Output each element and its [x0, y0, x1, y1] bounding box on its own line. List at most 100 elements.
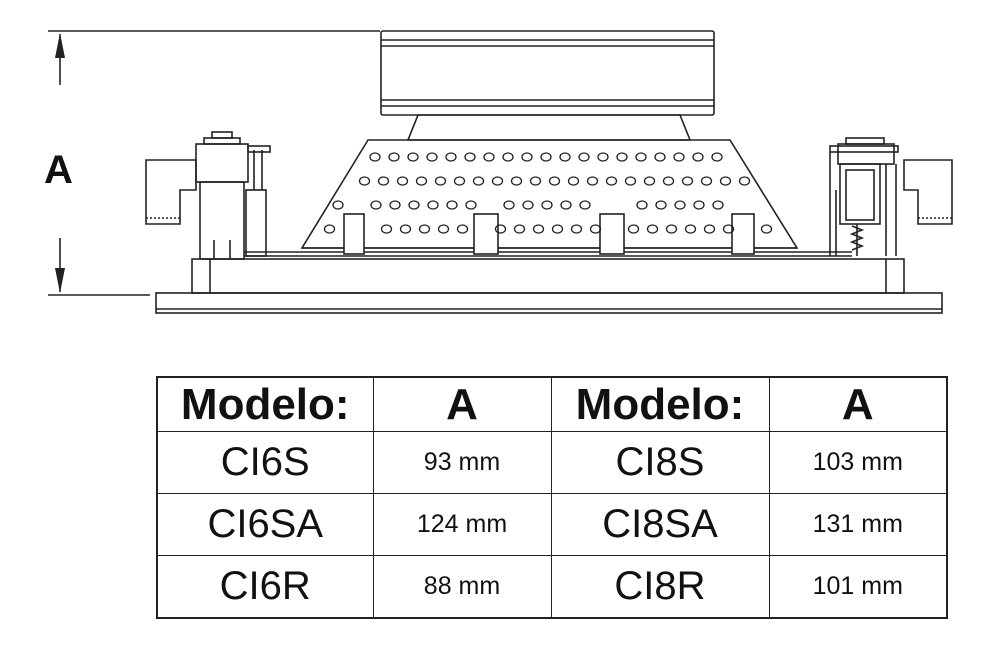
perforation-hole: [665, 224, 678, 234]
header-model-left: Modelo:: [156, 376, 374, 432]
perforation-hole: [655, 200, 667, 210]
model-cell: CI6S: [156, 431, 374, 494]
perforation-hole: [491, 176, 504, 186]
model-dimension-table: Modelo: A Modelo: A CI6S 93 mm CI8S 103 …: [156, 376, 948, 619]
perforation-hole: [654, 152, 666, 162]
perforation-hole: [445, 152, 457, 162]
perforation-hole: [559, 152, 571, 162]
perforation-hole: [532, 224, 545, 234]
model-cell: CI6R: [156, 555, 374, 619]
perforation-hole: [540, 152, 552, 162]
perforation-hole: [494, 224, 507, 234]
table-row: CI6SA 124 mm CI8SA 131 mm: [156, 493, 948, 556]
perforation-hole: [465, 200, 477, 210]
perforation-hole: [388, 152, 400, 162]
perforation-hole: [456, 224, 469, 234]
perforation-hole: [370, 200, 382, 210]
perforation-hole: [674, 200, 686, 210]
perforation-hole: [529, 176, 542, 186]
perforation-hole: [446, 200, 458, 210]
perforation-hole: [427, 200, 439, 210]
perforation-hole: [693, 200, 705, 210]
value-cell: 103 mm: [768, 431, 948, 494]
perforation-hole: [636, 200, 648, 210]
perforation-hole: [703, 224, 716, 234]
model-cell: CI8SA: [550, 493, 770, 556]
header-a-right: A: [768, 376, 948, 432]
value-cell: 124 mm: [372, 493, 552, 556]
perforation-hole: [522, 200, 534, 210]
perforation-hole: [541, 200, 553, 210]
perforation-hole: [396, 176, 409, 186]
model-cell: CI6SA: [156, 493, 374, 556]
speaker-basket: [300, 139, 799, 249]
perforation-hole: [711, 152, 723, 162]
perforation-hole: [513, 224, 526, 234]
perforation-hole: [358, 176, 371, 186]
perforation-hole: [521, 152, 533, 162]
perforation-hole: [597, 152, 609, 162]
perforation-hole: [551, 224, 564, 234]
perforation-hole: [760, 224, 773, 234]
perforation-hole: [380, 224, 393, 234]
perforation-hole: [570, 224, 583, 234]
perforation-hole: [408, 200, 420, 210]
perforation-hole: [567, 176, 580, 186]
perforation-hole: [407, 152, 419, 162]
perforation-hole: [369, 152, 381, 162]
perforation-hole: [673, 152, 685, 162]
basket-posts: [343, 213, 755, 255]
right-mounting-clamp: [829, 137, 953, 256]
table-row: CI6S 93 mm CI8S 103 mm: [156, 431, 948, 494]
model-cell: CI8R: [550, 555, 770, 619]
speaker-side-view-drawing: [48, 30, 953, 314]
perforation-hole: [503, 200, 515, 210]
perforation-hole: [464, 152, 476, 162]
perforation-hole: [722, 224, 735, 234]
perforation-hole: [510, 176, 523, 186]
header-model-right: Modelo:: [550, 376, 770, 432]
perforation-hole: [692, 152, 704, 162]
perforation-hole: [738, 176, 751, 186]
perforation-hole: [418, 224, 431, 234]
perforation-hole: [437, 224, 450, 234]
perforation-hole: [389, 200, 401, 210]
perforation-hole: [426, 152, 438, 162]
perforation-hole: [579, 200, 591, 210]
perforation-hole: [578, 152, 590, 162]
perforation-hole: [643, 176, 656, 186]
perforation-hole: [323, 224, 336, 234]
perforation-hole: [483, 152, 495, 162]
perforation-hole: [415, 176, 428, 186]
perforation-hole: [616, 152, 628, 162]
perforation-hole: [627, 224, 640, 234]
perforation-hole: [560, 200, 572, 210]
header-a-left: A: [372, 376, 552, 432]
left-mounting-clamp: [145, 131, 271, 260]
model-cell: CI8S: [550, 431, 770, 494]
value-cell: 131 mm: [768, 493, 948, 556]
basket-perforations: [323, 152, 773, 234]
magnet-cap: [380, 30, 715, 141]
value-cell: 88 mm: [372, 555, 552, 619]
perforation-hole: [712, 200, 724, 210]
perforation-hole: [399, 224, 412, 234]
perforation-hole: [719, 176, 732, 186]
perforation-hole: [453, 176, 466, 186]
table-row: CI6R 88 mm CI8R 101 mm: [156, 555, 948, 619]
perforation-hole: [681, 176, 694, 186]
perforation-hole: [589, 224, 602, 234]
perforation-hole: [332, 200, 344, 210]
value-cell: 93 mm: [372, 431, 552, 494]
table-header-row: Modelo: A Modelo: A: [156, 376, 948, 432]
perforation-hole: [605, 176, 618, 186]
perforation-hole: [624, 176, 637, 186]
value-cell: 101 mm: [768, 555, 948, 619]
perforation-hole: [502, 152, 514, 162]
mounting-flange: [155, 251, 943, 314]
perforation-hole: [472, 176, 485, 186]
perforation-hole: [684, 224, 697, 234]
perforation-hole: [700, 176, 713, 186]
perforation-hole: [646, 224, 659, 234]
perforation-hole: [434, 176, 447, 186]
